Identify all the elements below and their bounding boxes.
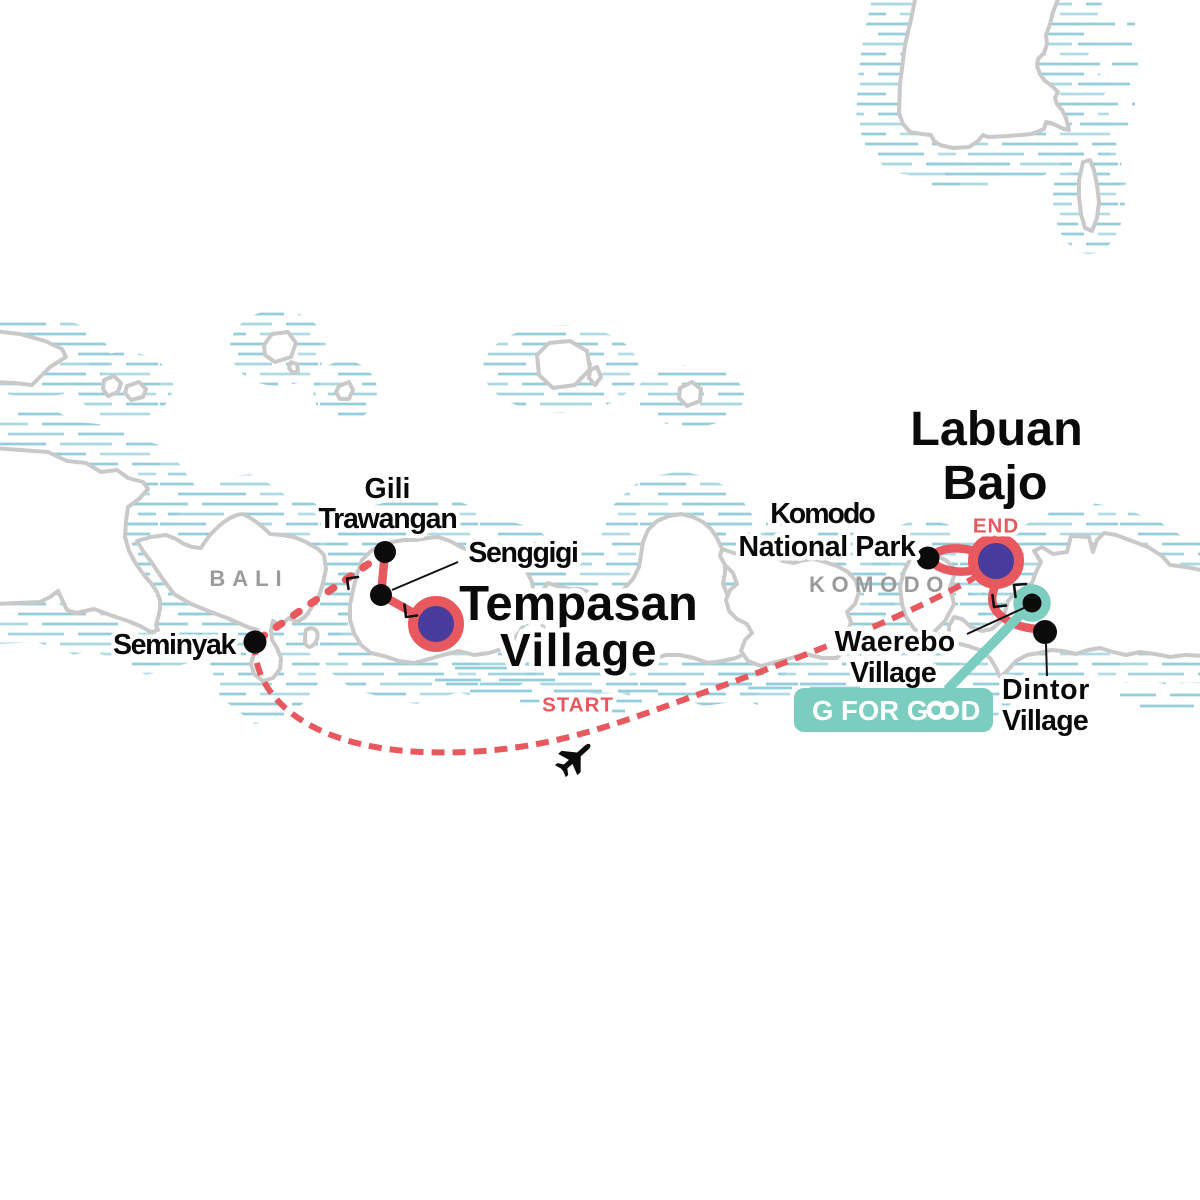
svg-text:National Park: National Park	[739, 531, 916, 563]
svg-text:Waerebo: Waerebo	[835, 626, 956, 658]
svg-text:Village: Village	[1002, 705, 1088, 737]
svg-text:D: D	[961, 695, 981, 726]
svg-text:Trawangan: Trawangan	[318, 503, 456, 535]
svg-text:Village: Village	[500, 624, 658, 676]
svg-text:Senggigi: Senggigi	[468, 537, 577, 569]
svg-text:END: END	[973, 515, 1019, 538]
svg-text:BALI: BALI	[209, 566, 288, 591]
svg-text:G FOR G: G FOR G	[812, 695, 928, 726]
svg-text:Labuan: Labuan	[910, 402, 1082, 456]
svg-text:START: START	[542, 694, 614, 717]
svg-text:Tempasan: Tempasan	[459, 577, 698, 631]
svg-text:KOMODO: KOMODO	[809, 572, 950, 597]
svg-text:Bajo: Bajo	[942, 456, 1047, 510]
svg-text:Komodo: Komodo	[770, 498, 875, 530]
svg-text:Village: Village	[850, 657, 936, 689]
svg-text:Seminyak: Seminyak	[113, 629, 236, 661]
svg-text:Dintor: Dintor	[1002, 674, 1090, 706]
svg-text:Gili: Gili	[365, 473, 411, 505]
